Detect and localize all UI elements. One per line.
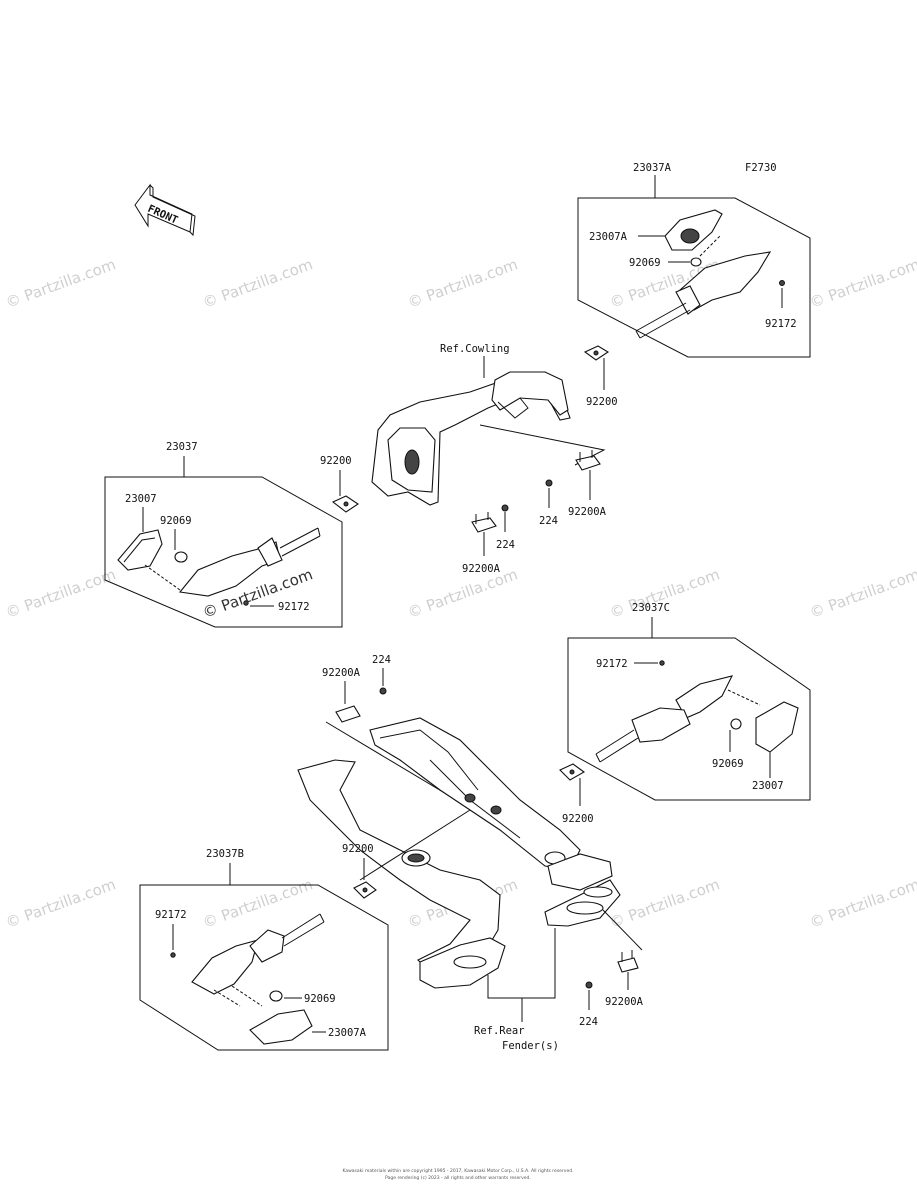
figure-code: F2730 xyxy=(745,162,777,174)
copyright-footer: Kawasaki materials within are copyright … xyxy=(342,1168,573,1181)
label-92069-left: 92069 xyxy=(160,515,192,527)
clip-rear-top: 92200A 224 xyxy=(322,654,391,723)
grommet-92200-left: 92200 xyxy=(320,455,359,513)
label-92172-left: 92172 xyxy=(278,601,310,613)
label-92200A-rear: 92200A xyxy=(322,667,361,679)
label-23037B: 23037B xyxy=(206,848,244,860)
lens-23007 xyxy=(117,529,163,571)
label-23037: 23037 xyxy=(166,441,198,453)
label-23037C: 23037C xyxy=(632,602,670,614)
watermark: © Partzilla.com xyxy=(607,875,722,932)
bulb-icon xyxy=(174,551,188,563)
label-92200-left: 92200 xyxy=(320,455,352,467)
watermark: © Partzilla.com xyxy=(200,875,315,932)
label-92200A-mid: 92200A xyxy=(462,563,501,575)
lens-23007-right xyxy=(755,701,799,753)
label-23007A-top: 23007A xyxy=(589,231,628,243)
label-224-right: 224 xyxy=(539,515,558,527)
screw-icon xyxy=(659,660,665,666)
watermark: © Partzilla.com xyxy=(807,255,917,312)
front-arrow-icon: FRONT xyxy=(134,183,196,237)
label-23007A-bl: 23007A xyxy=(328,1027,367,1039)
assembly-23037A: 23037A 23007A 92069 92172 xyxy=(577,162,811,358)
assembly-23037B: 23037B 92172 92069 23007A xyxy=(139,848,389,1051)
label-224-bottom: 224 xyxy=(579,1016,598,1028)
clip-bottom: 92200A 224 xyxy=(579,950,644,1028)
watermark: © Partzilla.com xyxy=(807,565,917,622)
label-ref-cowling: Ref.Cowling xyxy=(440,343,510,355)
assembly-23037: 23037 23007 92069 92172 © Partzilla.com xyxy=(104,441,343,628)
watermark: © Partzilla.com xyxy=(405,255,520,312)
watermark: © Partzilla.com xyxy=(3,255,118,312)
footer-line-2: Page rendering (c) 2023 - all rights and… xyxy=(385,1175,531,1181)
label-92200A-right: 92200A xyxy=(568,506,607,518)
screw-icon xyxy=(779,280,785,286)
label-23007-left: 23007 xyxy=(125,493,157,505)
label-92172-right: 92172 xyxy=(596,658,628,670)
label-224-mid: 224 xyxy=(496,539,515,551)
label-92172-top: 92172 xyxy=(765,318,797,330)
label-92200-rearleft: 92200 xyxy=(342,843,374,855)
housing-23037B xyxy=(191,939,259,995)
watermark: © Partzilla.com xyxy=(807,875,917,932)
label-fender: Fender(s) xyxy=(502,1040,559,1052)
label-224-rear: 224 xyxy=(372,654,391,666)
label-92069-top: 92069 xyxy=(629,257,661,269)
bulb-icon xyxy=(730,718,742,730)
cowling: Ref.Cowling xyxy=(371,343,606,506)
label-92200A-bottom: 92200A xyxy=(605,996,644,1008)
label-92200-top: 92200 xyxy=(586,396,618,408)
watermark: © Partzilla.com xyxy=(200,255,315,312)
clip-92200A-mid: 92200A xyxy=(462,512,501,575)
label-92172-bl: 92172 xyxy=(155,909,187,921)
bulb-icon xyxy=(690,257,702,267)
bulb-icon xyxy=(269,990,283,1002)
label-92200-right: 92200 xyxy=(562,813,594,825)
screw-icon xyxy=(243,600,249,606)
label-ref-rear: Ref.Rear xyxy=(474,1025,525,1037)
screw-icon xyxy=(170,952,176,958)
watermark: © Partzilla.com xyxy=(3,565,118,622)
rear-fender-callout: Ref.Rear Fender(s) xyxy=(474,928,559,1052)
rear-fender xyxy=(297,717,643,989)
clip-224-mid: 224 xyxy=(496,504,515,551)
label-23037A: 23037A xyxy=(633,162,672,174)
footer-line-1: Kawasaki materials within are copyright … xyxy=(342,1168,573,1174)
grommet-92200-top: 92200 xyxy=(583,345,618,408)
clip-224-right: 224 xyxy=(539,479,558,527)
housing-23037A xyxy=(679,251,772,311)
grommet-92200-right: 92200 xyxy=(559,763,594,825)
watermark: © Partzilla.com xyxy=(3,875,118,932)
lens-23007A-bl xyxy=(249,1009,313,1045)
label-92069-right: 92069 xyxy=(712,758,744,770)
label-92069-bl: 92069 xyxy=(304,993,336,1005)
clip-92200A-right: 92200A xyxy=(568,450,607,518)
grommet-92200-rearleft: 92200 xyxy=(342,843,377,899)
label-23007-right: 23007 xyxy=(752,780,784,792)
assembly-23037C: 23037C 92172 92069 23007 xyxy=(567,602,811,801)
